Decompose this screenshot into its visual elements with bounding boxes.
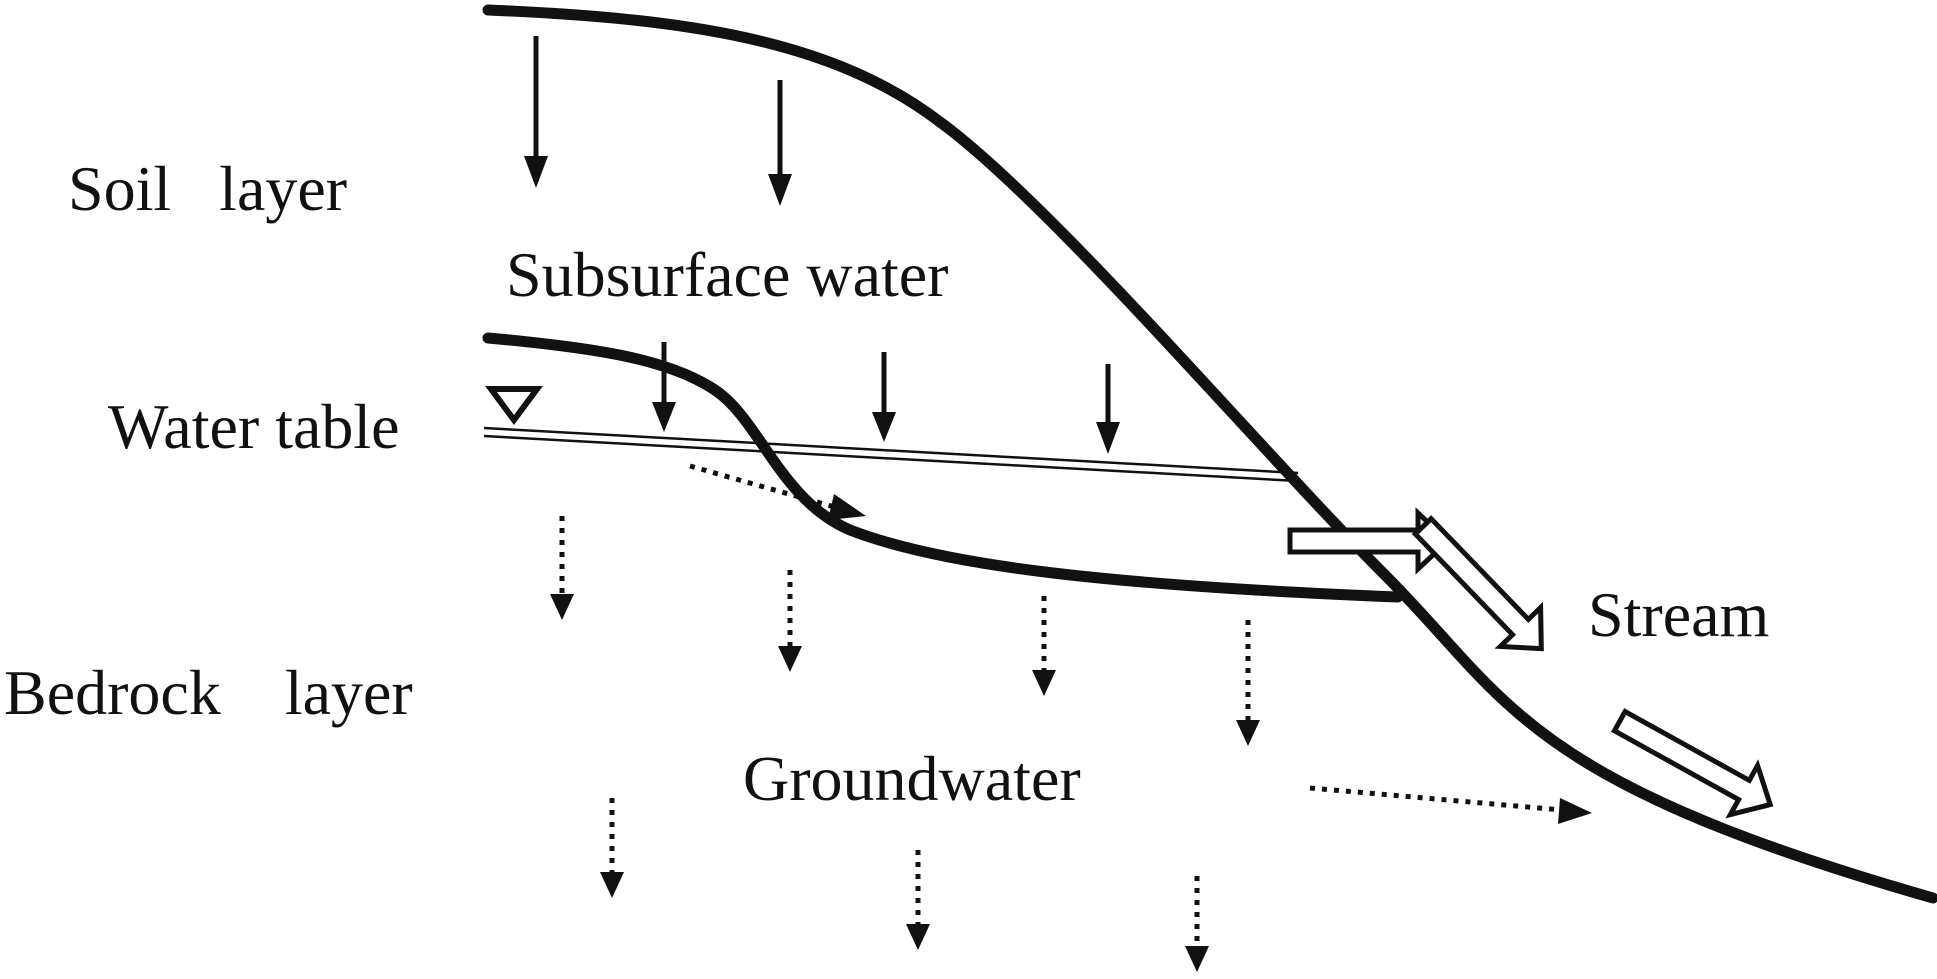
groundwater-label: Groundwater <box>743 743 1081 814</box>
percolation-arrow <box>1185 876 1209 972</box>
water-table-line-upper <box>483 426 1299 475</box>
infiltration-arrow <box>768 80 792 206</box>
infiltration-arrow <box>872 352 896 442</box>
water-table-label: Water table <box>108 391 400 462</box>
stream-flow-arrow <box>1611 708 1774 819</box>
infiltration-arrow <box>524 36 548 188</box>
percolation-arrow <box>906 850 930 950</box>
stream-label: Stream <box>1588 579 1769 650</box>
subsurface-water-label: Subsurface water <box>506 239 948 310</box>
percolation-arrow <box>778 570 802 672</box>
percolation-arrow <box>1032 596 1056 696</box>
inverted-triangle-icon <box>485 386 543 426</box>
ground-surface-line <box>482 4 1937 904</box>
bedrock-layer-label: Bedrock layer <box>4 657 413 728</box>
percolation-arrow <box>550 516 574 620</box>
lateral-flow-arrow <box>689 463 866 520</box>
bedrock-boundary-line <box>482 332 1404 603</box>
infiltration-arrow <box>1096 364 1120 454</box>
lateral-flow-arrow <box>1309 785 1592 824</box>
water-table-line-lower <box>483 434 1299 483</box>
infiltration-arrow <box>652 342 676 432</box>
percolation-arrow <box>1236 620 1260 746</box>
soil-layer-label: Soil layer <box>68 153 347 224</box>
percolation-arrow <box>600 798 624 898</box>
stream-flow-arrow <box>1411 515 1544 652</box>
